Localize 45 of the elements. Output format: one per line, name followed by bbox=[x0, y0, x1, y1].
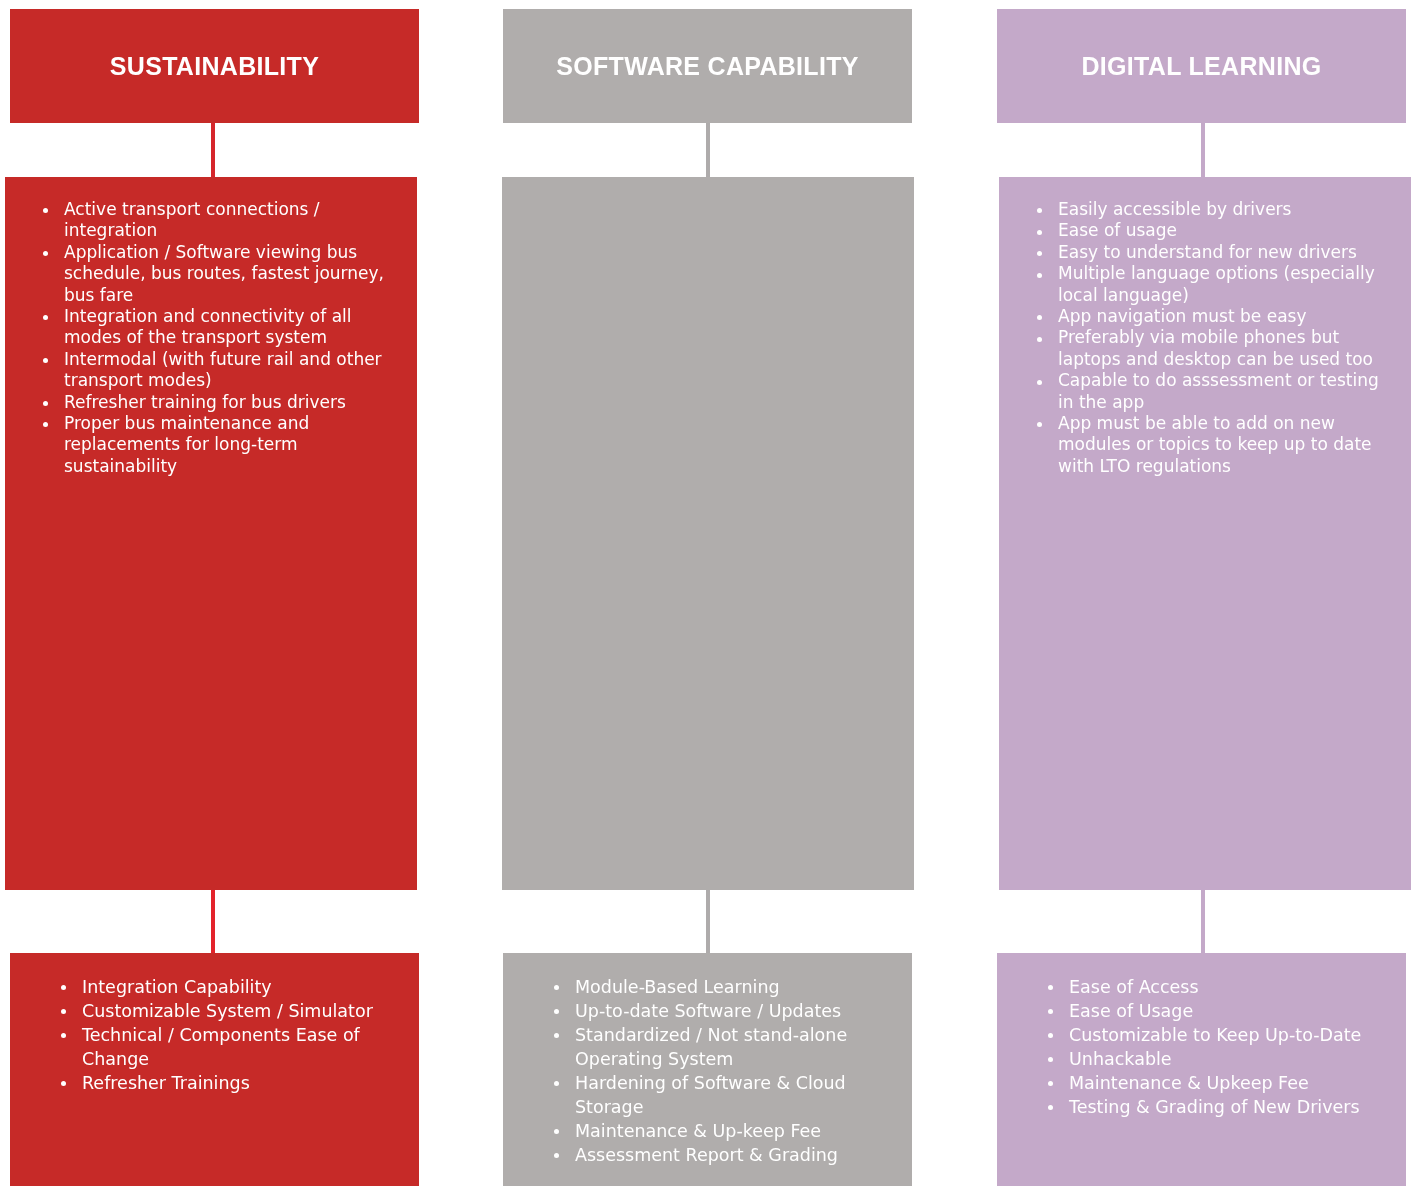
bullet-item: Preferably via mobile phones but laptops and desktop can be used too bbox=[1058, 327, 1374, 371]
bullet-item: Integration and connectivity of all modes of the transport system bbox=[64, 306, 353, 349]
bullet-item: Customizable System / Simulator bbox=[82, 1000, 374, 1023]
bullet-item: Easy to understand for new drivers bbox=[1058, 241, 1358, 264]
empty-panel bbox=[502, 177, 914, 890]
connector-line bbox=[706, 890, 710, 953]
bullet-item: Refresher training for bus drivers bbox=[64, 391, 347, 414]
bullet-item: Ease of usage bbox=[1058, 220, 1178, 242]
bullet-item: Maintenance & Upkeep Fee bbox=[1069, 1072, 1310, 1095]
content-panel bbox=[999, 177, 1411, 890]
bullet-item: Maintenance & Up-keep Fee bbox=[575, 1120, 823, 1143]
content-panel bbox=[5, 177, 417, 890]
content-panel bbox=[10, 953, 419, 1186]
connector-line bbox=[706, 123, 710, 177]
bullet-item: App must be able to add on new modules or topics to keep up to date with LTO regulations bbox=[1058, 413, 1373, 478]
bullet-item: Proper bus maintenance and replacements for long-term sustainability bbox=[64, 413, 311, 478]
bullet-item: Unhackable bbox=[1069, 1048, 1173, 1071]
bullet-item: Testing & Grading of New Drivers bbox=[1069, 1096, 1361, 1119]
bullet-item: Customizable to Keep Up-to-Date bbox=[1069, 1024, 1363, 1047]
bullet-item: Standardized / Not stand-alone Operating System bbox=[575, 1024, 849, 1071]
connector-line bbox=[211, 123, 215, 177]
bullet-item: Technical / Components Ease of Change bbox=[82, 1024, 361, 1071]
bullet-item: Active transport connections / integration bbox=[64, 199, 321, 242]
connector-line bbox=[1201, 890, 1205, 953]
bullet-item: Module-Based Learning bbox=[575, 976, 781, 999]
bullet-item: Assessment Report & Grading bbox=[575, 1144, 839, 1167]
content-panel bbox=[503, 953, 912, 1186]
bullet-item: Capable to do asssessment or testing in the app bbox=[1058, 370, 1380, 414]
bullet-item: Multiple language options (especially local language) bbox=[1058, 263, 1376, 307]
content-panel bbox=[997, 953, 1406, 1186]
connector-line bbox=[211, 890, 215, 953]
header-box: DIGITAL LEARNING bbox=[997, 9, 1406, 123]
bullet-item: Intermodal (with future rail and other transport modes) bbox=[64, 348, 383, 392]
bullet-item: Ease of Usage bbox=[1069, 1000, 1195, 1023]
bullet-item: Easily accessible by drivers bbox=[1058, 199, 1293, 221]
bullet-item: App navigation must be easy bbox=[1058, 306, 1308, 328]
bullet-item: Up-to-date Software / Updates bbox=[575, 1000, 843, 1023]
bullet-item: Refresher Trainings bbox=[82, 1072, 251, 1095]
connector-line bbox=[1201, 123, 1205, 177]
bullet-item: Application / Software viewing bus schedule, bus routes, fastest journey, bus fare bbox=[64, 241, 385, 307]
header-box: SUSTAINABILITY bbox=[10, 9, 419, 123]
bullet-item: Ease of Access bbox=[1069, 976, 1200, 999]
bullet-item: Integration Capability bbox=[82, 976, 273, 999]
bullet-item: Hardening of Software & Cloud Storage bbox=[575, 1072, 847, 1119]
header-box: SOFTWARE CAPABILITY bbox=[503, 9, 912, 123]
